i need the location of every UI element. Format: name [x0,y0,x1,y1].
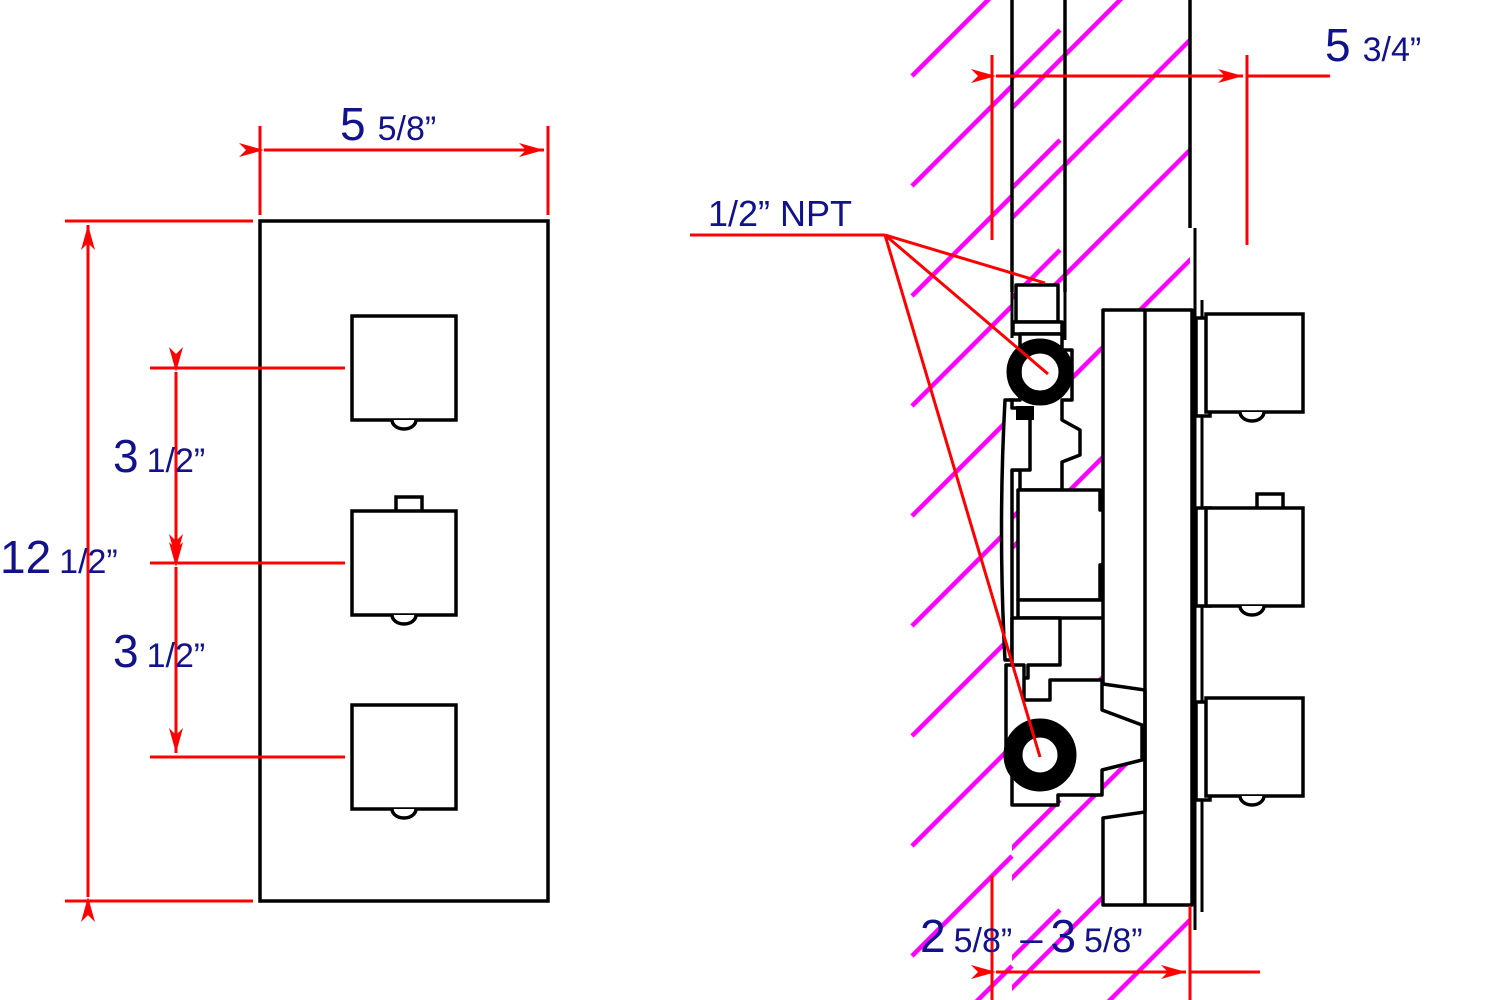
total-depth-whole: 5 [1325,19,1351,71]
section-handle-middle [1194,492,1305,617]
wall-max-whole: 3 [1050,910,1077,962]
dimension-total-depth [971,55,1330,245]
dimension-label-total-depth: 5 3/4” [1325,22,1421,68]
handle-bottom [350,703,458,820]
npt-callout-text: 1/2” NPT [708,193,853,234]
handle-top [350,314,458,431]
plate-height-fraction: 1/2” [59,543,118,581]
wall-range-separator: – [1020,917,1043,961]
spacing-upper-whole: 3 [113,430,139,482]
wall-section-hatch-outer [910,0,1014,1000]
dimension-plate-height [65,219,253,922]
total-depth-fraction: 3/4” [1362,31,1422,69]
plate-width-fraction: 5/8” [377,110,437,148]
side-section-view [690,0,1330,1000]
plate-height-whole: 12 [0,531,52,583]
wall-max-fraction: 5/8” [1084,922,1143,960]
section-handle-bottom [1194,696,1305,807]
handle-middle [350,495,458,626]
body-stud-detail [1016,406,1034,420]
dimension-plate-width [239,126,550,215]
spacing-upper-fraction: 1/2” [146,442,206,480]
wall-min-fraction: 5/8” [953,922,1013,960]
section-handle-top [1194,312,1305,423]
dimension-label-plate-width: 5 5/8” [340,101,436,147]
oring-lower [1003,718,1077,792]
valve-body-section [999,283,1194,907]
wall-outline [1010,0,1192,292]
front-elevation-view [65,126,550,922]
npt-callout-label: 1/2” NPT [708,196,852,232]
spacing-lower-fraction: 1/2” [146,637,206,675]
oring-upper [1006,338,1074,406]
spacing-lower-whole: 3 [113,625,139,677]
plate-width-whole: 5 [340,98,366,150]
dimension-wall-thickness [971,876,1260,1000]
wall-min-whole: 2 [920,910,946,962]
npt-leader-lines [690,233,1049,758]
